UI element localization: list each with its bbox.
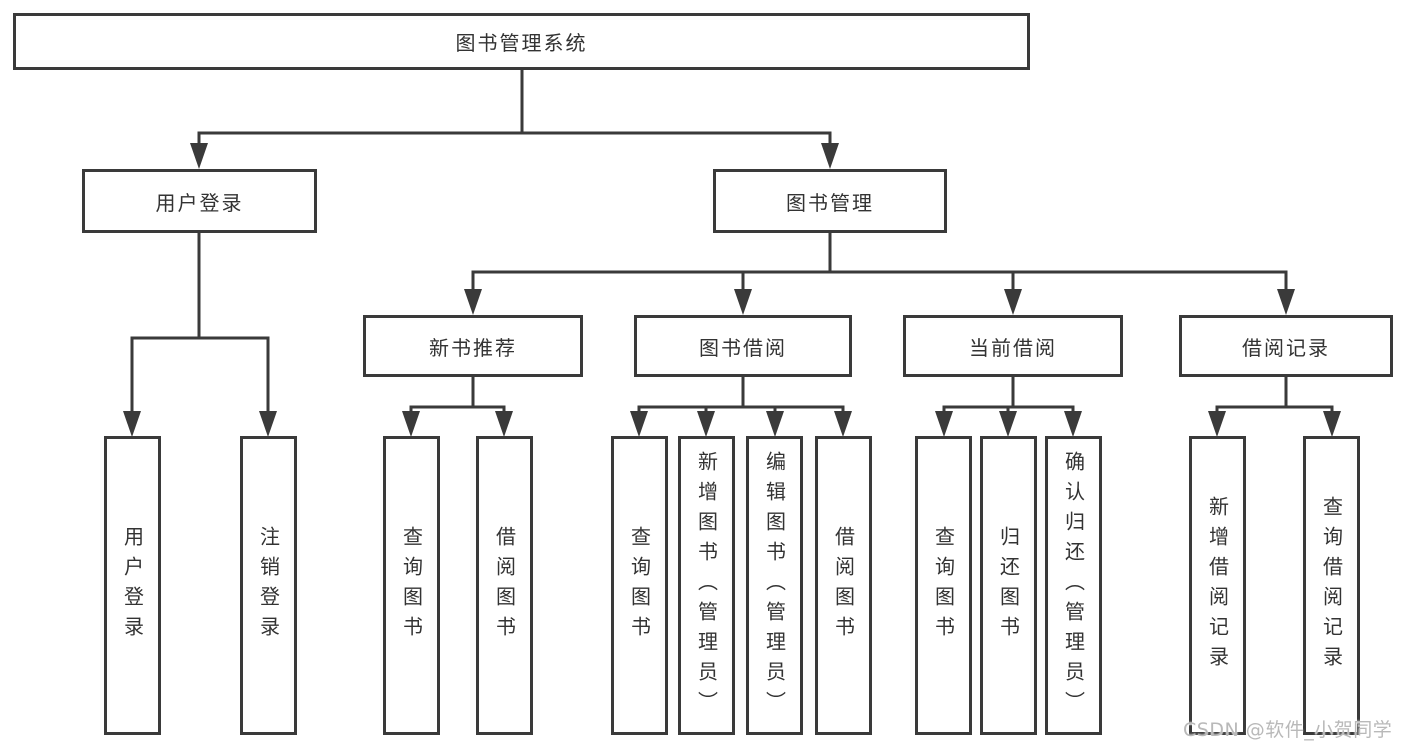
node-user-login: 用户登录 <box>82 169 317 233</box>
leaf-query-books-borrow: 查询图书 <box>611 436 668 735</box>
node-label: 图书管理系统 <box>455 31 588 55</box>
node-book-management: 图书管理 <box>713 169 947 233</box>
leaf-user-login: 用户登录 <box>104 436 161 735</box>
node-current-borrowing: 当前借阅 <box>903 315 1123 377</box>
node-label: 用户登录 <box>120 525 145 646</box>
node-label: 查询图书 <box>931 525 956 646</box>
node-label: 查询图书 <box>627 525 652 646</box>
node-label: 用户登录 <box>155 190 244 215</box>
node-label: 归还图书 <box>996 525 1021 646</box>
node-label: 新书推荐 <box>429 335 517 360</box>
node-new-book-recommend: 新书推荐 <box>363 315 583 377</box>
node-label: 当前借阅 <box>969 335 1057 360</box>
node-borrowing-records: 借阅记录 <box>1179 315 1393 377</box>
node-label: 图书管理 <box>786 190 874 215</box>
node-label: 新增图书（管理员） <box>694 450 719 721</box>
node-label: 图书借阅 <box>699 335 787 360</box>
node-label: 借阅记录 <box>1242 335 1330 360</box>
node-label: 借阅图书 <box>831 525 856 646</box>
leaf-logout: 注销登录 <box>240 436 297 735</box>
node-label: 确认归还（管理员） <box>1061 450 1086 721</box>
leaf-borrow-books: 借阅图书 <box>815 436 872 735</box>
leaf-edit-books-admin: 编辑图书（管理员） <box>746 436 803 735</box>
arrowheads <box>123 143 1341 437</box>
leaf-add-books-admin: 新增图书（管理员） <box>678 436 735 735</box>
node-label: 查询借阅记录 <box>1319 495 1344 676</box>
node-label: 查询图书 <box>399 525 424 646</box>
leaf-query-books-current: 查询图书 <box>915 436 972 735</box>
leaf-query-books-recommend: 查询图书 <box>383 436 440 735</box>
leaf-add-borrow-record: 新增借阅记录 <box>1189 436 1246 735</box>
node-label: 注销登录 <box>256 525 281 646</box>
leaf-borrow-books-recommend: 借阅图书 <box>476 436 533 735</box>
node-label: 新增借阅记录 <box>1205 495 1230 676</box>
node-library-management-system: 图书管理系统 <box>13 13 1030 70</box>
leaf-return-books: 归还图书 <box>980 436 1037 735</box>
node-book-borrowing: 图书借阅 <box>634 315 852 377</box>
leaf-confirm-return-admin: 确认归还（管理员） <box>1045 436 1102 735</box>
watermark: CSDN @软件_小贺同学 <box>1183 719 1393 741</box>
node-label: 借阅图书 <box>492 525 517 646</box>
leaf-query-borrow-record: 查询借阅记录 <box>1303 436 1360 735</box>
node-label: 编辑图书（管理员） <box>762 450 787 721</box>
